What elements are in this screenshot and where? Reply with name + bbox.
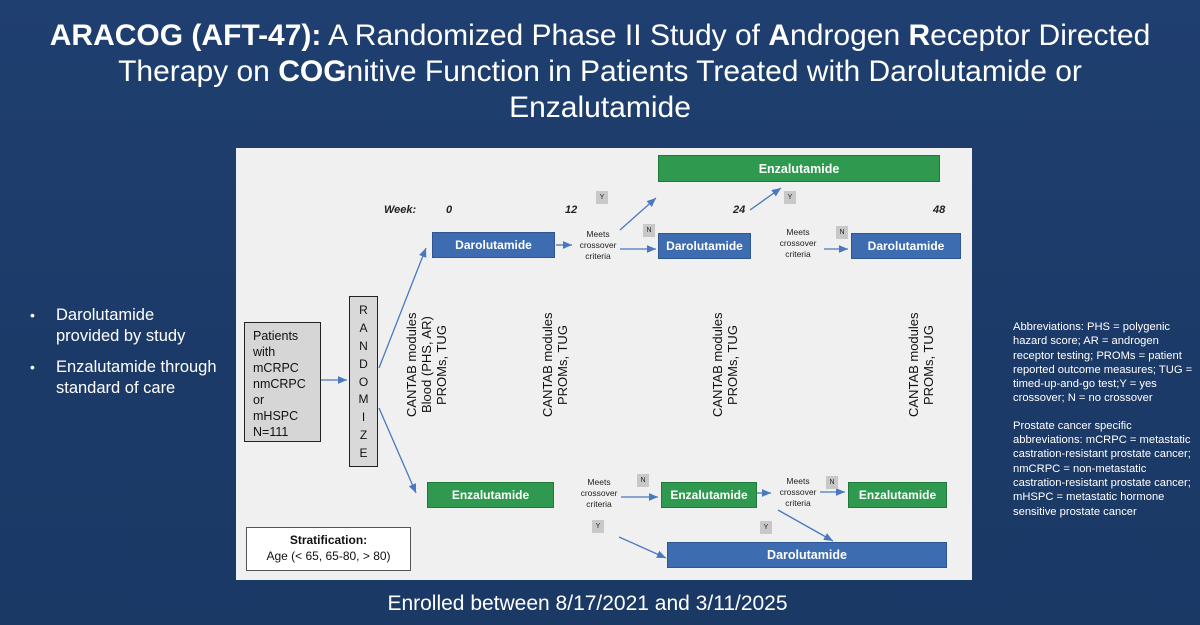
randomize-box: R A N D O M I Z E <box>349 296 378 467</box>
week-24: 24 <box>733 204 746 216</box>
arrow-yes-24 <box>749 187 782 211</box>
darolutamide-week12-box: Darolutamide <box>658 233 751 259</box>
abbreviations-prostate-cancer: Prostate cancer specific abbreviations: … <box>1013 419 1191 518</box>
week-label: Week: <box>384 204 417 216</box>
enrollment-footer: Enrolled between 8/17/2021 and 3/11/2025 <box>387 592 788 615</box>
title-part: eceptor Directed Therapy on <box>118 19 1151 88</box>
meets-crossover-criteria: Meets crossover criteria <box>779 476 817 508</box>
bullet-list: • Darolutamide provided by study • Enzalut… <box>30 305 220 409</box>
bullet-item: • Enzalutamide through standard of care <box>30 357 220 399</box>
yes-tag: Y <box>592 520 604 533</box>
no-tag: N <box>826 476 838 489</box>
slide-title: ARACOG (AFT-47): A Randomized Phase II S… <box>30 18 1170 126</box>
randomize-letter: O <box>358 374 369 389</box>
arrow-randomize-to-enzalutamide <box>378 407 417 494</box>
randomize-letter: I <box>361 410 366 425</box>
patients-line: nmCRPC <box>253 377 306 391</box>
bullet-item: • Darolutamide provided by study <box>30 305 220 347</box>
title-part: ndrogen <box>790 19 909 52</box>
randomize-letter: R <box>359 303 368 317</box>
randomize-letter: Z <box>359 428 368 443</box>
patients-box: Patients with mCRPC nmCRPC or mHSPC N=11… <box>244 322 321 442</box>
week-48: 48 <box>933 204 946 216</box>
abbreviations-general: Abbreviations: PHS = polygenic hazard sc… <box>1013 321 1193 405</box>
diagram-arrows <box>321 187 848 559</box>
bullet-text: Darolutamide provided by study <box>56 306 186 345</box>
enzalutamide-arm-box: Enzalutamide <box>427 482 554 508</box>
title-part: nitive Function in Patients Treated with… <box>346 55 1082 124</box>
randomize-letter: M <box>358 392 369 407</box>
arrow-yes-to-enzalutamide-top <box>619 197 657 231</box>
bullet-dot-icon: • <box>30 307 35 323</box>
patients-line: Patients <box>253 329 299 343</box>
week-0: 0 <box>446 204 453 216</box>
arrow-enz-yes-to-darolutamide <box>618 536 667 559</box>
title-bold-r: R <box>908 19 931 52</box>
stratification-box: Stratification: Age (< 65, 65-80, > 80) <box>246 527 411 571</box>
enzalutamide-week24-box: Enzalutamide <box>848 482 947 508</box>
yes-tag: Y <box>760 521 772 534</box>
title-trial-name: ARACOG (AFT-47): <box>49 19 322 52</box>
enzalutamide-week12-box: Enzalutamide <box>661 482 757 508</box>
yes-tag: Y <box>596 191 608 204</box>
meets-crossover-criteria: Meets crossover criteria <box>779 227 817 259</box>
yes-tag: Y <box>784 191 796 204</box>
title-part: A Randomized Phase II Study of <box>321 19 769 52</box>
week-12: 12 <box>565 204 578 216</box>
assessment-week24: CANTAB modules PROMs, TUG <box>710 312 740 418</box>
abbreviations-notes: Abbreviations: PHS = polygenic hazard sc… <box>1013 320 1193 532</box>
darolutamide-crossover-bottom-box: Darolutamide <box>667 542 947 568</box>
patients-line: N=111 <box>253 425 289 439</box>
enzalutamide-crossover-top-box: Enzalutamide <box>658 155 940 182</box>
randomize-letter: D <box>359 356 368 371</box>
assessment-week0: CANTAB modules Blood (PHS, AR) PROMs, TU… <box>404 312 449 418</box>
arrow-randomize-to-darolutamide <box>378 247 427 369</box>
darolutamide-week24-box: Darolutamide <box>851 233 961 259</box>
bullet-text: Enzalutamide through standard of care <box>56 358 217 397</box>
meets-crossover-criteria: Meets crossover criteria <box>579 229 617 261</box>
randomize-letter: E <box>359 446 368 460</box>
meets-crossover-criteria: Meets crossover criteria <box>580 477 618 509</box>
bullet-dot-icon: • <box>30 359 35 375</box>
randomize-letter: A <box>359 320 368 335</box>
title-bold-a: A <box>768 19 791 52</box>
assessment-week48: CANTAB modules PROMs, TUG <box>906 312 936 418</box>
assessment-week12: CANTAB modules PROMs, TUG <box>540 312 570 418</box>
randomize-letter: N <box>359 338 368 353</box>
arrow-enz-yes-2 <box>777 509 834 542</box>
stratification-text: Age (< 65, 65-80, > 80) <box>266 549 391 563</box>
patients-line: with <box>253 345 276 359</box>
darolutamide-arm-box: Darolutamide <box>432 232 555 258</box>
patients-line: or mHSPC <box>253 393 299 423</box>
title-bold-cog: COG <box>278 55 347 88</box>
patients-line: mCRPC <box>253 361 299 375</box>
no-tag: N <box>643 224 655 237</box>
stratification-title: Stratification: <box>289 533 368 547</box>
no-tag: N <box>637 474 649 487</box>
study-design-diagram: Enzalutamide Week: 0 12 24 48 Y Y N N Da… <box>236 148 972 580</box>
no-tag: N <box>836 226 848 239</box>
